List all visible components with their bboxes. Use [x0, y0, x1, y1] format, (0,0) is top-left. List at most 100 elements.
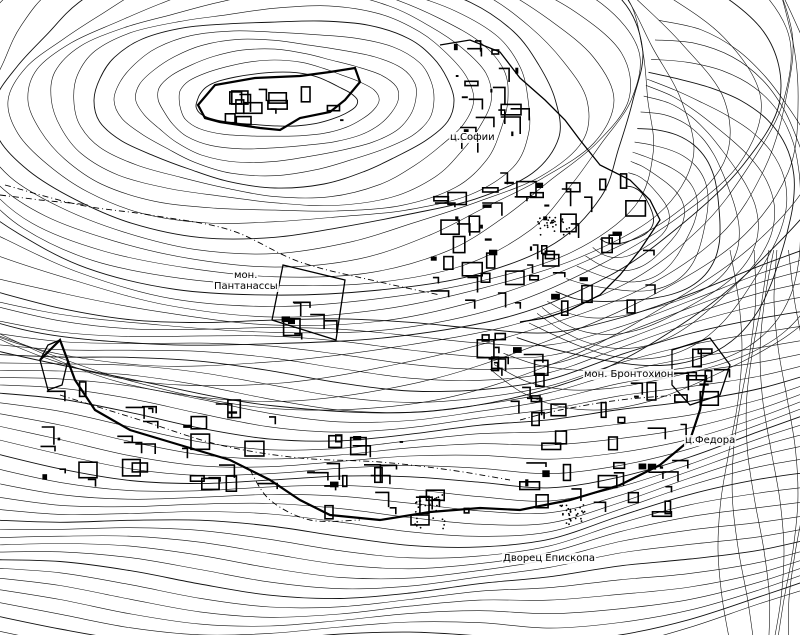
ruin-wall: [492, 356, 509, 365]
terrace-dot: [574, 517, 577, 520]
contour-east: [592, 172, 670, 259]
ruin-wall: [662, 471, 679, 482]
ruin-rect: [601, 237, 614, 254]
contour-slope: [0, 386, 800, 451]
terrace-dot: [436, 504, 438, 507]
contour-summit: [27, 0, 509, 212]
ruin-rect: [541, 442, 562, 451]
ruin-rect: [224, 113, 236, 124]
ruin-block: [480, 224, 483, 229]
contour-summit: [93, 20, 455, 189]
contour-east: [493, 39, 800, 391]
ruin-wall: [324, 320, 338, 333]
terrace-dot: [539, 217, 541, 220]
ruin-wall: [292, 301, 311, 308]
ruin-wall: [467, 47, 483, 57]
ruin-rect: [581, 284, 593, 304]
ruin-block: [399, 441, 404, 443]
ruin-rect: [324, 504, 334, 520]
contour-summit: [0, 0, 799, 402]
road: [59, 394, 511, 481]
ruin-rect: [535, 372, 545, 388]
terrace-dot: [548, 216, 551, 219]
ruin-rect: [697, 348, 713, 355]
terrace-dot: [416, 521, 419, 523]
ruin-block: [455, 216, 459, 220]
contour-slope: [0, 590, 800, 635]
ruin-block: [699, 383, 709, 386]
ruin-rect: [599, 178, 607, 191]
ruin-wall: [219, 464, 236, 478]
contour-slope: [0, 326, 800, 403]
ruin-wall: [379, 464, 398, 470]
terrace-dot: [442, 527, 444, 530]
contour-summit: [0, 0, 800, 411]
ruin-rect: [491, 49, 500, 55]
road: [519, 394, 681, 421]
contour-east: [541, 95, 759, 335]
ruin-rect: [78, 381, 87, 398]
terrace-dot: [567, 512, 570, 515]
ruin-wall: [674, 372, 690, 391]
ruin-block: [340, 119, 344, 122]
ruin-block: [281, 316, 290, 323]
ruin-rect: [651, 510, 673, 518]
ruin-rect: [664, 500, 672, 515]
ruin-block: [183, 424, 192, 428]
contour-slope: [0, 529, 800, 590]
ruin-wall: [552, 272, 566, 278]
contour-slope: [0, 250, 800, 334]
terrace-dot: [537, 221, 539, 223]
terrace-dot: [565, 504, 568, 507]
label-monastery-brontochion: мон. Бронтохион: [583, 369, 675, 380]
terrace-dot: [546, 222, 548, 224]
ruin-rect: [560, 300, 569, 317]
terrace-dot: [546, 226, 549, 229]
terrace-dot: [568, 232, 571, 235]
ruin-wall: [514, 302, 522, 309]
terrace-dot: [419, 526, 422, 529]
terrace-dot: [443, 524, 445, 526]
contour-east: [528, 78, 788, 360]
ruin-wall: [630, 382, 644, 395]
terrace-dot: [435, 497, 438, 499]
ruin-rect: [597, 474, 618, 489]
ruin-rect: [410, 514, 430, 526]
ruin-wall: [41, 426, 55, 445]
ruin-wall: [493, 361, 499, 372]
ruin-rect: [530, 395, 541, 403]
ruin-wall: [467, 276, 479, 293]
ruin-rect: [341, 474, 348, 488]
contour-slope: [0, 459, 800, 537]
ruin-rect: [433, 195, 450, 202]
contour-slope: [0, 271, 800, 359]
terrace-dot: [575, 514, 578, 516]
contour-summit: [0, 0, 731, 326]
terrace-dot: [539, 227, 542, 230]
ruin-wall: [510, 400, 520, 414]
ruin-rect: [559, 213, 577, 233]
ruin-block: [529, 246, 533, 251]
contour-slope: [0, 297, 800, 381]
contour-summit: [0, 0, 655, 307]
contour-slope: [0, 516, 800, 580]
terrace-dot: [580, 520, 583, 522]
contour-edge: [773, 249, 799, 635]
ruin-block: [461, 96, 468, 99]
ruin-wall: [117, 435, 134, 442]
terrace-dot: [428, 504, 431, 507]
terrace-dot: [552, 219, 555, 222]
ruin-block: [504, 181, 514, 184]
ruin-wall: [456, 223, 471, 236]
ruin-wall: [46, 390, 66, 402]
ruin-rect: [300, 86, 311, 103]
terrace-dot: [543, 224, 546, 227]
ruin-rect: [349, 436, 367, 456]
ruin-rect: [600, 401, 607, 419]
terrace-dot: [568, 514, 571, 517]
terrace-dot: [414, 523, 416, 526]
ruin-rect: [686, 374, 708, 381]
ruin-wall: [526, 462, 547, 467]
contour-summit: [7, 0, 531, 224]
